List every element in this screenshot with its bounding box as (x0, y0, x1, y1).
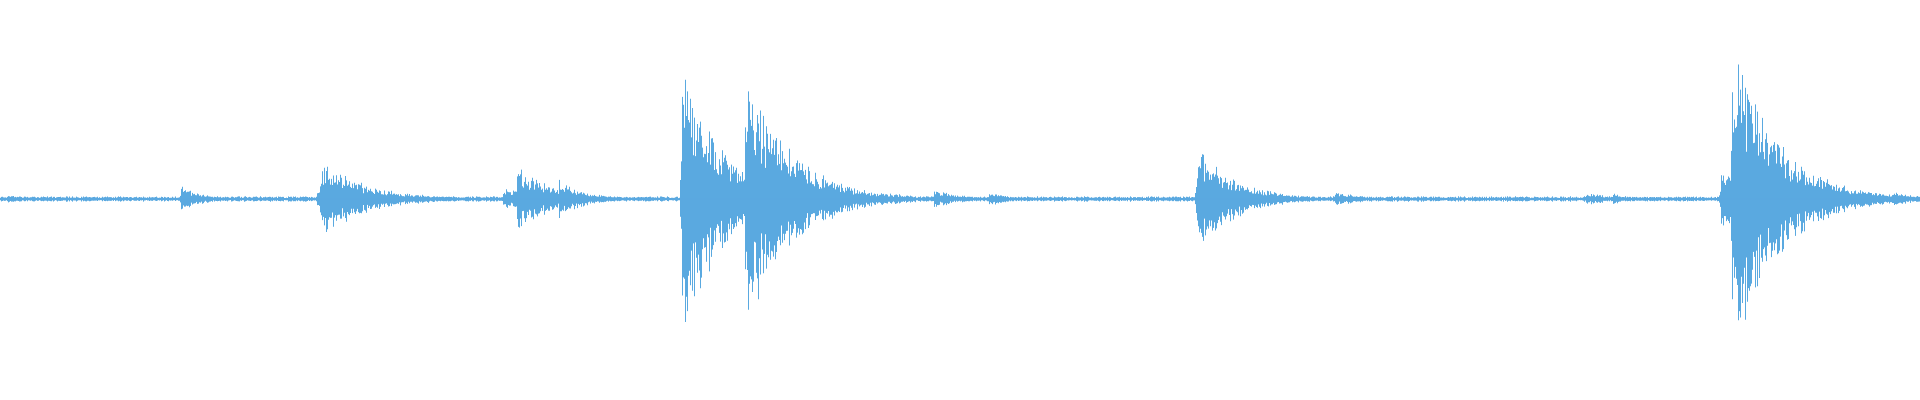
waveform-samples (0, 64, 1920, 322)
